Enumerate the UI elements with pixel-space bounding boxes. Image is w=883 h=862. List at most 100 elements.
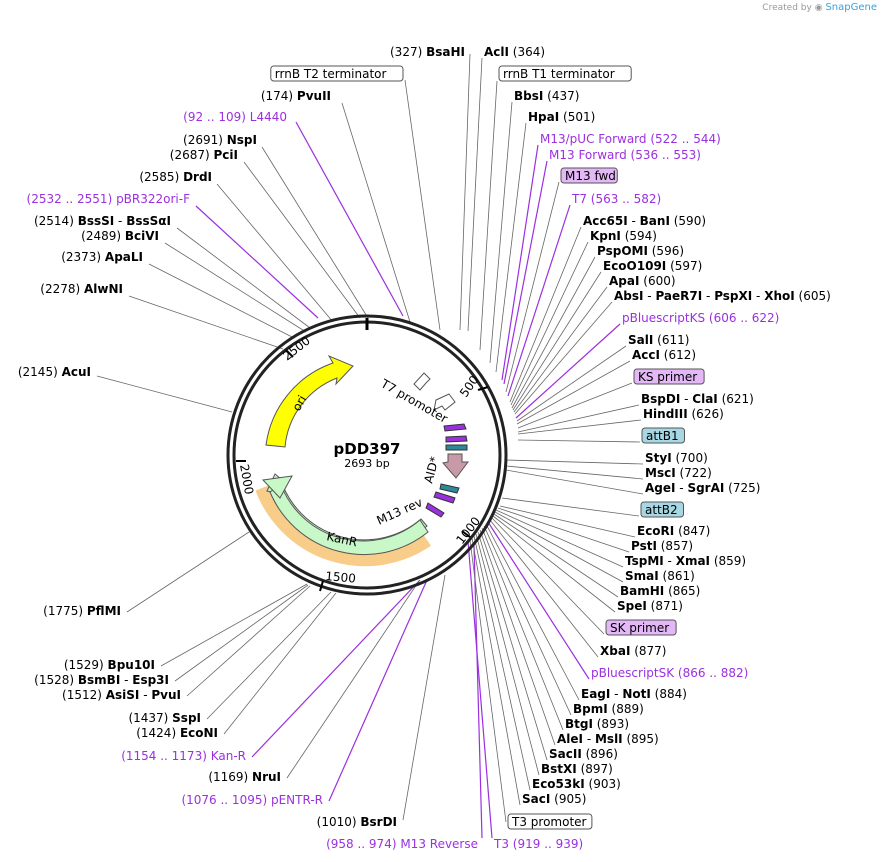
right-label-acli-name: AclI <box>484 45 509 59</box>
right-label-acc65i-name: Acc65I <box>583 214 628 228</box>
right-label-attb2-text: attB2 <box>645 503 678 517</box>
right-label-ks-primer-box <box>633 368 705 385</box>
tick-2500-mark <box>285 349 294 358</box>
right-label-hindiii-text: HindIII (626) <box>643 407 724 421</box>
left-label-nspi-pos: (2691) <box>183 133 227 147</box>
right-label-m13-fwd: M13 fwd <box>560 167 618 184</box>
tick-1000-mark <box>461 530 471 538</box>
right-label-eco53ki-name: Eco53kI <box>532 777 585 791</box>
left-label-pvuii-connector <box>341 102 411 323</box>
left-label-nrui: (1169) NruI <box>208 770 281 784</box>
left-label-pcii-pos: (2687) <box>170 148 214 162</box>
left-label-sspi-text: (1437) SspI <box>128 711 201 725</box>
left-label-rrnb-t2-terminator: rrnB T2 terminator <box>270 65 404 82</box>
right-label-xbai-text: XbaI (877) <box>600 644 667 658</box>
right-label-agei-name2: SgrAI <box>687 481 724 495</box>
right-label-eagi-pos: (884) <box>651 687 687 701</box>
right-label-sacii: SacII (896) <box>549 747 618 761</box>
right-label-saci-connector <box>471 537 521 806</box>
right-label-bamhi-pos: (865) <box>664 584 700 598</box>
right-label-t3-range: (919 .. 939) <box>513 837 583 851</box>
kanr-body <box>269 484 429 555</box>
right-label-absi-sep: - <box>752 289 764 303</box>
right-label-sacii-name: SacII <box>549 747 582 761</box>
right-label-styi-text: StyI (700) <box>645 451 708 465</box>
left-label-sspi-name: SspI <box>172 711 201 725</box>
left-label-bsssi-sep: - <box>114 214 126 228</box>
right-label-kpni-connector <box>510 241 589 406</box>
right-label-psti-pos: (857) <box>657 539 693 553</box>
right-label-m13-fwd-box <box>560 167 618 184</box>
right-label-sk-primer: SK primer <box>605 619 677 636</box>
right-label-alei-text: AleI - MslI (895) <box>557 732 659 746</box>
right-label-alei: AleI - MslI (895) <box>557 732 659 746</box>
right-label-ecoo109i-name: EcoO109I <box>603 259 666 273</box>
right-label-t3-promoter: T3 promoter <box>507 813 593 830</box>
right-label-t3-promoter-text: T3 promoter <box>511 815 587 829</box>
left-label-nrui-name: NruI <box>252 770 281 784</box>
right-label-t3-connector <box>467 540 493 839</box>
right-label-smai-pos: (861) <box>659 569 695 583</box>
right-label-btgi-text: BtgI (893) <box>565 717 629 731</box>
kanr-feature-label: KanR <box>325 529 358 549</box>
right-label-eco53ki-text: Eco53kI (903) <box>532 777 621 791</box>
right-label-pspomi-connector <box>511 256 596 409</box>
left-label-m13-reverse-text: (958 .. 974) M13 Reverse <box>326 837 478 851</box>
tick-2500-label: 2500 <box>280 334 313 364</box>
right-label-alei-sep: - <box>583 732 595 746</box>
right-label-acc65i-connector <box>509 226 582 403</box>
right-label-sali-pos: (611) <box>653 333 689 347</box>
tick-500-mark <box>477 386 489 391</box>
right-label-m13-forward: M13 Forward (536 .. 553) <box>549 148 701 162</box>
right-label-pbluescriptks-range: (606 .. 622) <box>709 311 779 325</box>
left-label-bsrdi: (1010) BsrDI <box>317 815 397 829</box>
right-label-attb1-box <box>641 427 685 444</box>
left-label-rrnb-t2-terminator-text: rrnB T2 terminator <box>275 67 387 81</box>
right-label-acli-connector <box>467 57 483 332</box>
plasmid-length: 2693 bp <box>344 457 389 470</box>
right-label-agei-sep: - <box>675 481 687 495</box>
left-label-pcii-text: (2687) PciI <box>170 148 238 162</box>
right-label-t3-promoter-box <box>507 813 593 830</box>
right-label-m13-forward-name: M13 Forward <box>549 148 631 162</box>
right-label-alei-name: AleI <box>557 732 583 746</box>
feature-purple-1 <box>443 423 467 432</box>
right-label-pbluescriptsk-connector <box>487 521 590 680</box>
right-label-psti-connector <box>497 507 630 553</box>
right-label-tspmi-pos: (859) <box>710 554 746 568</box>
right-label-sk-primer-connector <box>491 517 605 635</box>
left-label-apali-name: ApaLI <box>105 250 143 264</box>
right-label-saci-text: SacI (905) <box>522 792 586 806</box>
right-label-kpni-name: KpnI <box>590 229 621 243</box>
aid-feature-arrow <box>442 453 469 479</box>
left-label-bpu10i-name: Bpu10I <box>108 658 155 672</box>
credit-brand: SnapGene <box>825 2 877 13</box>
right-label-pspomi-text: PspOMI (596) <box>597 244 684 258</box>
right-label-m13-puc-forward: M13/pUC Forward (522 .. 544) <box>540 132 721 146</box>
right-label-t3: T3 (919 .. 939) <box>493 837 583 851</box>
right-label-pbluescriptsk-text: pBluescriptSK (866 .. 882) <box>591 666 748 680</box>
tick-1500-mark <box>319 580 324 592</box>
right-label-eagi-sep: - <box>610 687 622 701</box>
left-label-bsssi-name: BssSI <box>78 214 115 228</box>
left-label-bsahi-connector <box>459 53 471 331</box>
left-label-kan-r-range: (1154 .. 1173) <box>121 749 211 763</box>
right-label-pbluescriptsk-range: (866 .. 882) <box>678 666 748 680</box>
right-label-spei: SpeI (871) <box>617 599 683 613</box>
right-label-msci-name: MscI <box>645 466 676 480</box>
right-label-acli-pos: (364) <box>509 45 545 59</box>
left-label-asisi-text: (1512) AsiSI - PvuI <box>62 688 181 702</box>
right-label-agei-connector <box>505 469 644 495</box>
t7-promoter-arrow <box>413 372 431 391</box>
right-label-acci: AccI (612) <box>632 348 696 362</box>
right-label-pbluescriptks: pBluescriptKS (606 .. 622) <box>622 311 779 325</box>
right-label-t7-range: (563 .. 582) <box>591 192 661 206</box>
right-label-btgi-connector <box>481 527 564 731</box>
left-label-drdi-name: DrdI <box>183 170 212 184</box>
tick-2000-label: 2000 <box>237 463 256 496</box>
left-label-nrui-text: (1169) NruI <box>208 770 281 784</box>
right-label-bbsi-text: BbsI (437) <box>514 89 579 103</box>
right-label-ecori-name: EcoRI <box>637 524 674 538</box>
right-label-tspmi-text: TspMI - XmaI (859) <box>625 554 746 568</box>
left-label-bcivi-text: (2489) BciVI <box>81 229 159 243</box>
